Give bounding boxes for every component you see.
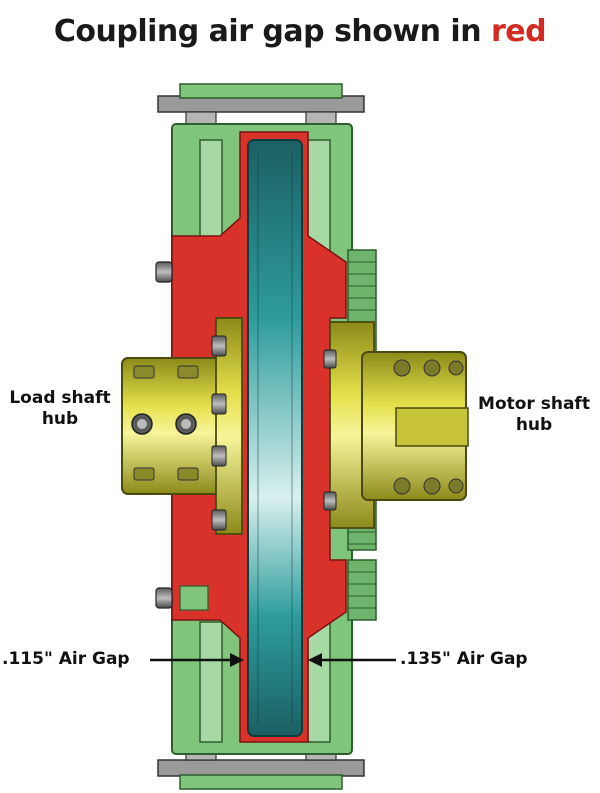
title-prefix: Coupling air gap shown in — [53, 14, 491, 49]
load-hub-label-line2: hub — [41, 409, 79, 429]
motor-shaft-hub-label: Motor shaft hub — [470, 394, 598, 436]
motor-hub-label-line1: Motor shaft — [478, 394, 590, 414]
load-shaft-hub-label: Load shaft hub — [0, 388, 120, 430]
left-gap-arrow — [150, 653, 244, 667]
motor-shaft-hub — [323, 321, 469, 529]
title-highlight: red — [491, 14, 547, 49]
page-title: Coupling air gap shown in red — [0, 14, 600, 49]
left-air-gap-label: .115" Air Gap — [2, 649, 130, 669]
top-rim — [157, 83, 365, 127]
right-gap-arrow — [308, 653, 396, 667]
rotor-disc — [247, 139, 303, 737]
load-shaft-hub — [121, 317, 243, 535]
load-hub-label-line1: Load shaft — [9, 388, 111, 408]
left-bolts — [155, 261, 209, 611]
right-air-gap-label: .135" Air Gap — [400, 649, 528, 669]
motor-hub-label-line2: hub — [515, 415, 553, 435]
